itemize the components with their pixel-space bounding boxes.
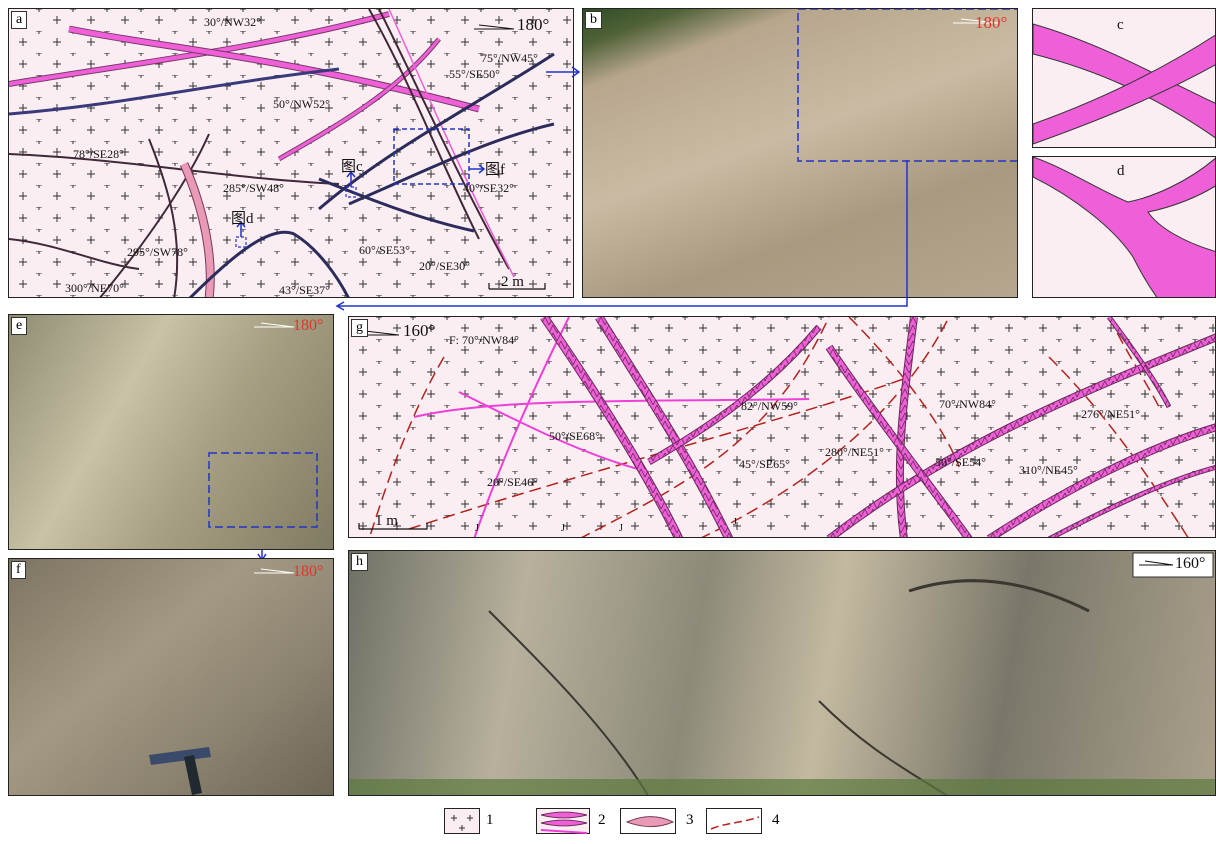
attitude-label: 20°/SE46° [487,475,538,489]
attitude-label: 285°/SW48° [223,181,284,195]
panel-g-label: g [351,319,368,337]
legend-item-2: 2 [598,812,606,828]
attitude-label: 45°/SE65° [739,457,790,471]
panel-h-orientation: 160° [1175,555,1206,572]
panel-b-photo: b 180° [582,8,1018,298]
panel-a-scale: 2 m [501,274,524,290]
panel-b-label: b [585,11,602,29]
attitude-label: 50°/SE68° [549,429,600,443]
panel-e-orientation: 180° [293,317,324,334]
panel-h-label: h [351,553,368,571]
panel-a: a 180° 图c 图d 图f 30°/NW32° 75°/NW45° 55°/… [8,8,574,298]
attitude-label: 30°/NW32° [204,15,261,29]
panel-c-label: c [1117,17,1124,33]
attitude-label: 82°/NW59° [741,399,798,413]
panel-f-overlay [149,568,295,795]
attitude-label: 20°/SE30° [419,259,470,273]
joint-label: J [619,523,623,534]
attitude-label: 40°/SE32° [463,181,514,195]
joint-label: J [561,523,565,534]
attitude-label: 75°/NW45° [481,51,538,65]
joint-label: J [475,523,479,534]
panel-g-map [349,317,1215,537]
attitude-label: F: 70°/NW84° [449,333,519,347]
attitude-label: 70°/NW84° [939,397,996,411]
panel-d: d [1032,156,1216,298]
legend-item-1: 1 [486,812,494,828]
attitude-label: 50°/SE54° [935,455,986,469]
panel-f-photo: f 180° [8,558,334,796]
attitude-label: 310°/NE45° [1019,463,1078,477]
legend-joint-symbol [706,808,762,834]
panel-a-orientation: 180° [517,15,550,34]
legend-item-4: 4 [772,812,780,828]
panel-h-photo: h 160° [348,550,1216,796]
legend-dike-symbol [620,808,676,834]
panel-a-ref-f: 图f [485,162,505,178]
panel-a-map [9,9,573,297]
legend-granite-symbol [444,808,480,834]
panel-e-photo: e 180° [8,314,334,550]
panel-e-label: e [11,317,28,335]
attitude-label: 50°/NW52° [273,97,330,111]
panel-g-orientation: 160° [403,321,436,340]
panel-d-sketch [1033,157,1215,297]
attitude-label: 295°/SW78° [127,245,188,259]
panel-b-overlay [797,9,1017,162]
panel-d-label: d [1117,163,1125,179]
panel-c: c [1032,8,1216,148]
panel-e-overlay [208,322,318,528]
attitude-label: 60°/SE53° [359,243,410,257]
panel-a-ref-d: 图d [231,211,254,227]
attitude-label: 55°/SE50° [449,67,500,81]
panel-c-sketch [1033,23,1215,145]
joint-label: J [733,517,737,528]
panel-f-label: f [11,561,26,579]
attitude-label: 43°/SE37° [279,283,330,297]
panel-b-orientation: 180° [975,13,1008,32]
attitude-label: 276°/NE51° [1081,407,1140,421]
legend-vein-symbol [536,808,590,834]
panel-f-orientation: 180° [293,563,324,580]
legend-item-3: 3 [686,812,694,828]
attitude-label: 280°/NE51° [825,445,884,459]
attitude-label: 300°/NE70° [65,281,124,295]
panel-a-ref-c: 图c [341,159,363,175]
panel-a-label: a [11,11,28,29]
panel-h-overlay [349,552,1215,795]
panel-g-scale: 1 m [375,513,398,529]
attitude-label: 78°/SE28° [73,147,124,161]
panel-g: g 160° F: 70°/NW84° 82°/NW59° 70°/NW84° … [348,316,1216,538]
